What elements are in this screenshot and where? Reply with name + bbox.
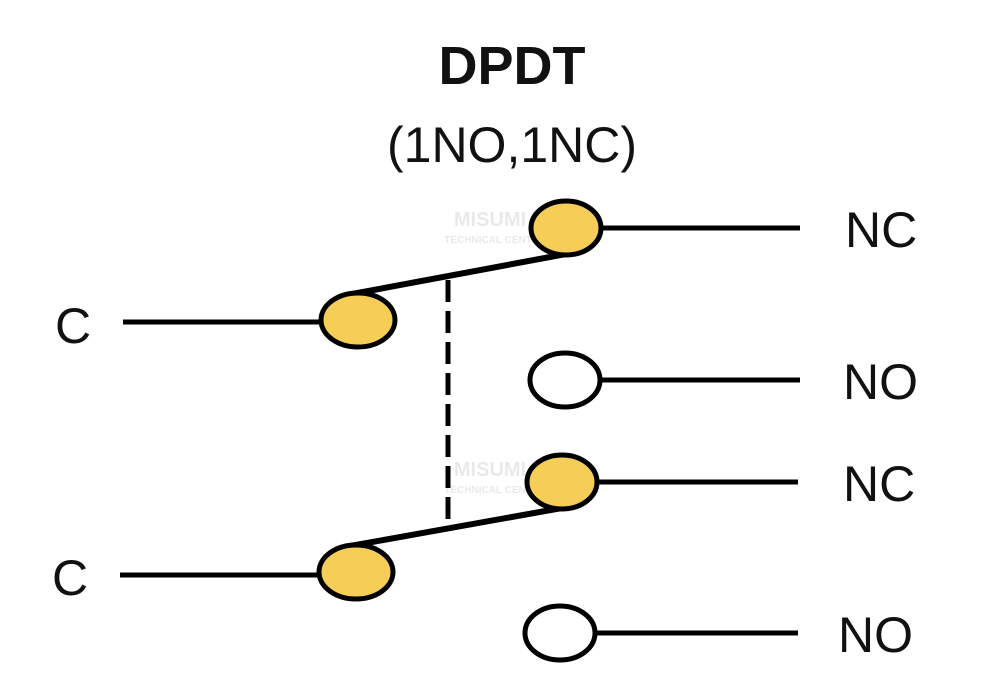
- no-label: NO: [843, 354, 918, 410]
- svg-text:MISUMI: MISUMI: [454, 459, 526, 481]
- nc-contact: [528, 198, 604, 258]
- nc-label: NC: [843, 456, 915, 512]
- nc-contact: [524, 452, 600, 512]
- switch-lever: [351, 251, 567, 297]
- svg-text:MISUMI: MISUMI: [454, 209, 526, 231]
- common-contact: [318, 290, 398, 350]
- svg-text:TECHNICAL CENTER: TECHNICAL CENTER: [444, 485, 546, 496]
- common-label: C: [55, 298, 91, 354]
- nc-label: NC: [845, 202, 917, 258]
- svg-text:TECHNICAL CENTER: TECHNICAL CENTER: [444, 235, 546, 246]
- pole-1: C NC NO: [55, 198, 918, 410]
- no-contact: [527, 350, 603, 410]
- diagram-title: DPDT: [439, 36, 586, 96]
- switch-lever: [349, 505, 563, 549]
- pole-2: C NC NO: [52, 452, 915, 663]
- no-label: NO: [838, 607, 913, 663]
- no-contact: [522, 603, 598, 663]
- watermark: MISUMI TECHNICAL CENTER MISUMI TECHNICAL…: [444, 209, 546, 496]
- diagram-subtitle: (1NO,1NC): [387, 117, 637, 173]
- common-label: C: [52, 550, 88, 606]
- common-contact: [316, 542, 396, 602]
